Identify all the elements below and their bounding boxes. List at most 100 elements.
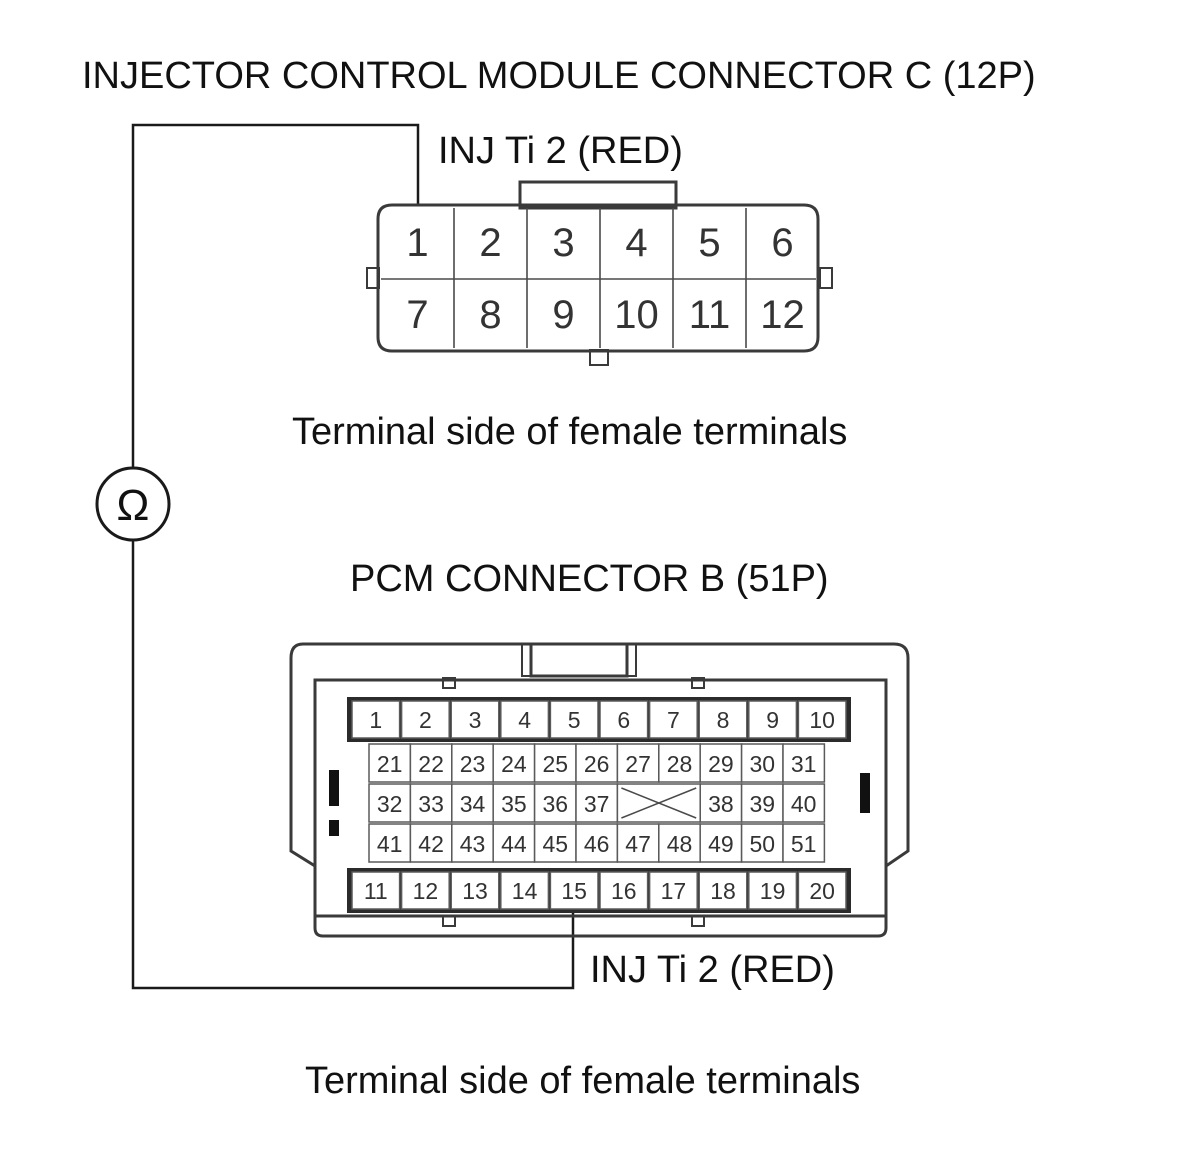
- svg-text:19: 19: [760, 878, 786, 904]
- svg-text:50: 50: [750, 831, 776, 857]
- connector-c-pin-12: 12: [760, 293, 805, 337]
- svg-text:18: 18: [710, 878, 736, 904]
- connector-b-pin-28: 28: [658, 743, 701, 783]
- connector-b-pin-11: 11: [351, 871, 401, 910]
- svg-text:47: 47: [625, 831, 651, 857]
- connector-b-pin-15: 15: [549, 871, 599, 910]
- connector-b-pin-10: 10: [797, 700, 847, 739]
- svg-text:32: 32: [377, 791, 403, 817]
- svg-text:39: 39: [750, 791, 776, 817]
- connector-b-pin-6: 6: [599, 700, 649, 739]
- connector-b-pin-40: 40: [782, 783, 826, 823]
- svg-text:26: 26: [584, 751, 610, 777]
- connector-b-caption: Terminal side of female terminals: [305, 1060, 860, 1102]
- connector-b-pin-21: 21: [368, 743, 412, 783]
- connector-b-pin-49: 49: [699, 823, 743, 863]
- svg-text:35: 35: [501, 791, 527, 817]
- svg-text:20: 20: [809, 878, 835, 904]
- svg-text:23: 23: [460, 751, 486, 777]
- svg-text:22: 22: [418, 751, 444, 777]
- connector-b-pin-24: 24: [492, 743, 536, 783]
- svg-text:14: 14: [512, 878, 538, 904]
- svg-text:11: 11: [364, 878, 388, 904]
- svg-text:28: 28: [667, 751, 693, 777]
- connector-b-pin-16: 16: [599, 871, 649, 910]
- connector-b-pin-7: 7: [648, 700, 698, 739]
- connector-c-pin-label: INJ Ti 2 (RED): [438, 130, 683, 172]
- connector-b-pin-51: 51: [782, 823, 826, 863]
- connector-c-pin-10: 10: [614, 293, 659, 337]
- connector-b-pin-22: 22: [409, 743, 453, 783]
- connector-b-pin-36: 36: [533, 783, 577, 823]
- test-wire: [131, 123, 575, 990]
- svg-text:2: 2: [419, 707, 432, 733]
- connector-b-pin-37: 37: [575, 783, 619, 823]
- svg-text:46: 46: [584, 831, 610, 857]
- svg-text:31: 31: [791, 751, 817, 777]
- connector-c-title: INJECTOR CONTROL MODULE CONNECTOR C (12P…: [82, 55, 1036, 97]
- connector-b-pin-23: 23: [451, 743, 494, 783]
- svg-text:9: 9: [766, 707, 779, 733]
- connector-b-pin-34: 34: [451, 783, 494, 823]
- connector-c-pin-11: 11: [689, 293, 731, 337]
- connector-b-pin-35: 35: [492, 783, 536, 823]
- svg-text:40: 40: [791, 791, 817, 817]
- connector-b-pin-2: 2: [400, 700, 450, 739]
- connector-c-pin-9: 9: [552, 293, 574, 337]
- ohmmeter-icon: Ω: [95, 466, 171, 542]
- svg-text:36: 36: [543, 791, 569, 817]
- svg-text:25: 25: [543, 751, 569, 777]
- ohm-symbol: Ω: [117, 481, 150, 530]
- connector-b-pin-33: 33: [409, 783, 453, 823]
- svg-text:29: 29: [708, 751, 734, 777]
- connector-c-pin-2: 2: [479, 221, 501, 265]
- connector-b-pin-25: 25: [533, 743, 577, 783]
- svg-text:1: 1: [369, 707, 382, 733]
- connector-b-pin-44: 44: [492, 823, 536, 863]
- connector-b-pin-50: 50: [740, 823, 784, 863]
- connector-c-pin-6: 6: [771, 221, 793, 265]
- connector-c-pin-5: 5: [698, 221, 720, 265]
- connector-b-pin-31: 31: [782, 743, 826, 783]
- svg-text:45: 45: [543, 831, 569, 857]
- connector-b-pin-46: 46: [575, 823, 619, 863]
- connector-b-pin-17: 17: [648, 871, 698, 910]
- svg-text:48: 48: [667, 831, 693, 857]
- svg-text:33: 33: [418, 791, 444, 817]
- connector-b-pin-26: 26: [575, 743, 619, 783]
- svg-text:44: 44: [501, 831, 527, 857]
- svg-text:12: 12: [413, 878, 439, 904]
- svg-text:8: 8: [717, 707, 730, 733]
- svg-text:42: 42: [418, 831, 444, 857]
- connector-c-pin-4: 4: [625, 221, 647, 265]
- connector-c-caption: Terminal side of female terminals: [292, 411, 847, 453]
- connector-c-pin-7: 7: [406, 293, 428, 337]
- connector-c-pin-1: 1: [406, 221, 428, 265]
- connector-b-pin-32: 32: [368, 783, 412, 823]
- connector-b-pin-19: 19: [748, 871, 798, 910]
- svg-text:16: 16: [611, 878, 637, 904]
- connector-b-pin-47: 47: [616, 823, 660, 863]
- connector-b-pin-27: 27: [616, 743, 660, 783]
- svg-text:41: 41: [377, 831, 403, 857]
- connector-b-pin-12: 12: [400, 871, 450, 910]
- connector-b-pin-20: 20: [797, 871, 847, 910]
- connector-b-pin-38: 38: [699, 783, 743, 823]
- svg-text:24: 24: [501, 751, 527, 777]
- connector-b-pin-14: 14: [500, 871, 550, 910]
- svg-text:49: 49: [708, 831, 734, 857]
- svg-text:17: 17: [661, 878, 687, 904]
- connector-b-pin-8: 8: [698, 700, 748, 739]
- connector-b-pin-45: 45: [533, 823, 577, 863]
- connector-b-pin-9: 9: [748, 700, 798, 739]
- svg-text:4: 4: [518, 707, 531, 733]
- connector-b-pin-48: 48: [658, 823, 701, 863]
- svg-text:38: 38: [708, 791, 734, 817]
- connector-b-blocked-cavity: [616, 783, 701, 823]
- svg-text:27: 27: [625, 751, 651, 777]
- connector-b-pin-4: 4: [500, 700, 550, 739]
